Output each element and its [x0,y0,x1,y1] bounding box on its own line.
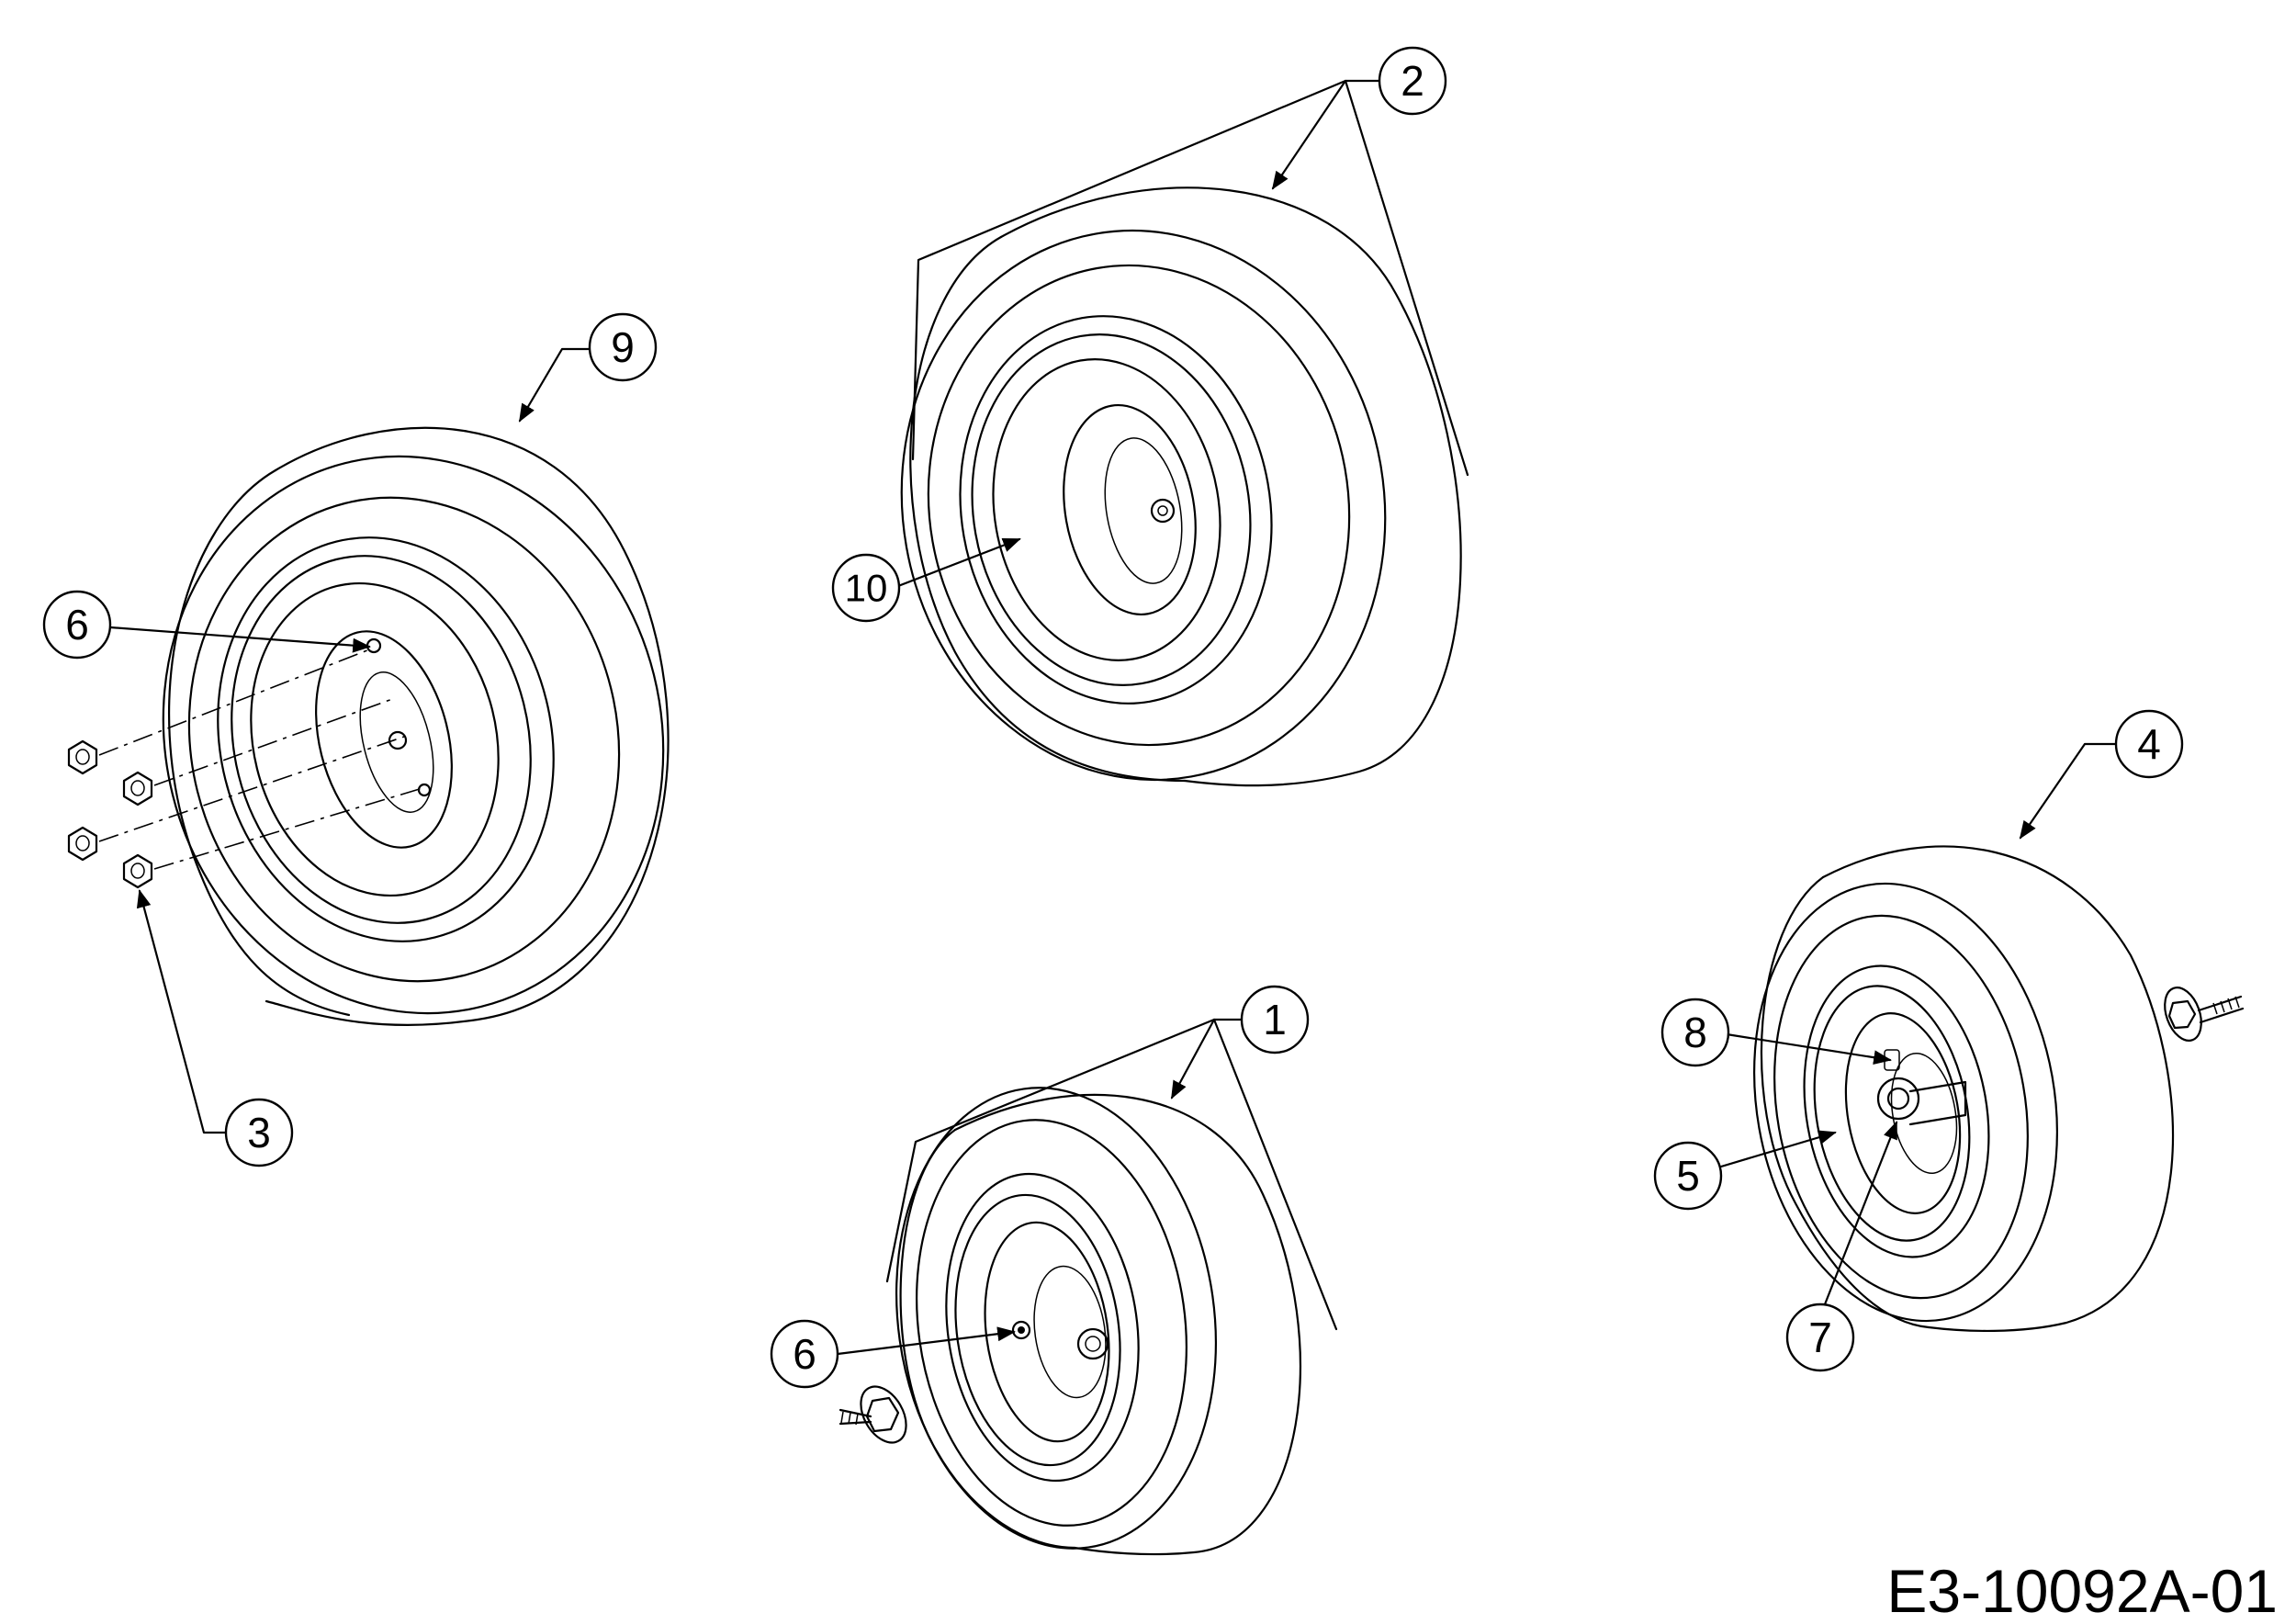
callout-7-label: 7 [1808,1314,1832,1361]
wheel-4 [1753,845,2174,1333]
callout-3: 3 [224,1098,294,1167]
lug-nuts [67,739,153,889]
lug-nut [122,853,153,889]
callout-1-label: 1 [1263,996,1287,1043]
callouts: 1 2 3 4 5 6 6 7 [42,46,2184,1389]
callout-6-rear-label: 6 [65,601,89,648]
lug-nut [122,771,153,806]
callout-5: 5 [1653,1141,1723,1211]
leader-lines [108,79,2118,1356]
callout-5-label: 5 [1676,1152,1700,1200]
callout-3-label: 3 [247,1109,271,1156]
callout-9: 9 [588,312,658,382]
axle-bolt-washer-front-right [2164,987,2245,1042]
callout-6-front-label: 6 [793,1330,816,1378]
axle-bolt-washer-front-left [838,1385,907,1444]
callout-8-label: 8 [1683,1009,1707,1056]
callout-2: 2 [1378,46,1447,116]
callout-10: 10 [831,553,901,623]
wheel-2 [900,186,1462,787]
callout-9-label: 9 [611,323,635,371]
lug-nut [67,826,98,862]
wheel-1 [895,1087,1301,1556]
wheel-9 [162,426,670,1026]
callout-6-rear: 6 [42,590,112,660]
callout-1: 1 [1240,985,1310,1054]
lug-nut [67,739,98,775]
lug-center-lines [98,649,423,870]
callout-4: 4 [2114,709,2184,779]
callout-2-label: 2 [1401,57,1424,105]
callout-7: 7 [1785,1303,1855,1372]
callout-10-label: 10 [845,567,888,610]
callout-6-front: 6 [770,1319,839,1389]
callout-8: 8 [1660,998,1730,1067]
drawing-code: E3-10092A-01 [1886,1557,2278,1624]
callout-4-label: 4 [2137,720,2161,768]
